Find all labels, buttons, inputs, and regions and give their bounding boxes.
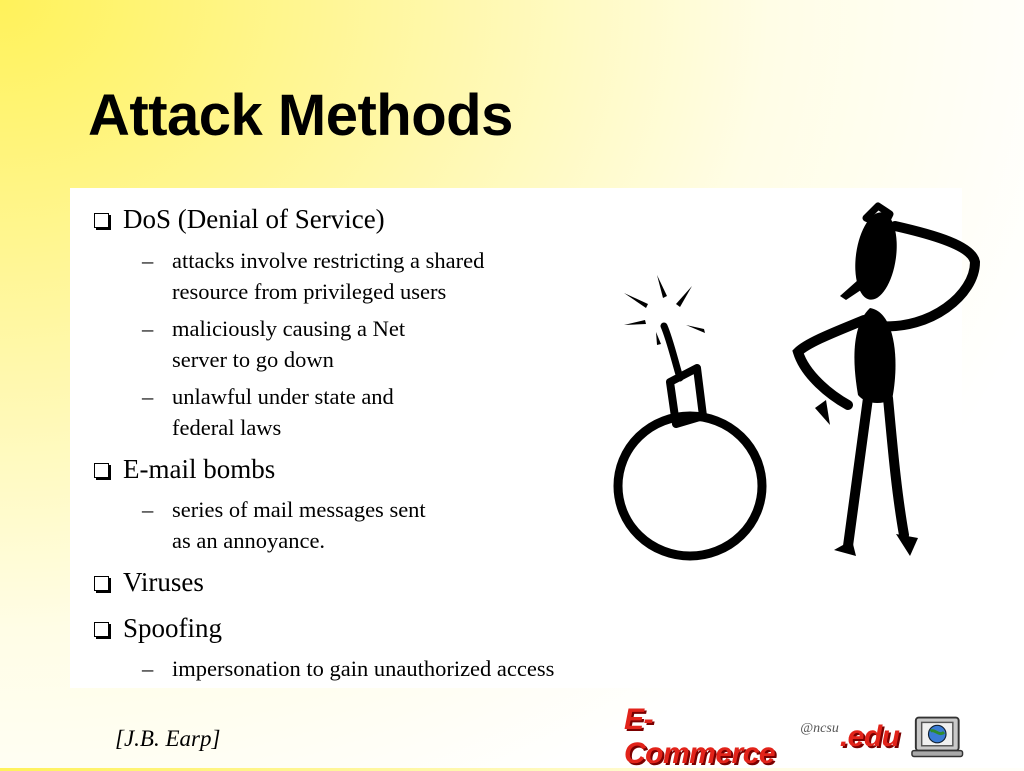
bullet-label: DoS (Denial of Service) [123, 204, 385, 234]
logo-brand: E-Commerce [624, 703, 776, 770]
sub-bullet: – impersonation to gain unauthorized acc… [142, 653, 554, 684]
bomb-icon [613, 275, 767, 561]
sub-line: as an annoyance. [172, 528, 326, 553]
bullet-email-bombs: E-mail bombs [92, 454, 275, 484]
sub-line: series of mail messages sent [172, 497, 426, 522]
sub-line: unlawful under state and [172, 384, 394, 409]
bullet-dos: DoS (Denial of Service) [92, 204, 385, 234]
bullet-label: Viruses [123, 567, 204, 597]
bullet-label: Spoofing [123, 613, 223, 643]
ecommerce-logo: E-Commerce @ncsu .edu [624, 703, 964, 770]
computer-globe-icon [910, 716, 963, 758]
checkbox-bullet-icon [94, 621, 109, 637]
content-panel: DoS (Denial of Service) – attacks involv… [70, 188, 962, 688]
bullet-viruses: Viruses [92, 567, 204, 597]
checkbox-bullet-icon [94, 212, 109, 228]
logo-ncsu: @ncsu [800, 721, 839, 736]
dash: – [142, 497, 154, 522]
clipart [613, 202, 981, 561]
sub-bullet: – attacks involve restricting a shared r… [142, 245, 484, 307]
sub-line: federal laws [172, 415, 282, 440]
page-title: Attack Methods [88, 83, 513, 148]
logo-edu: .edu [839, 720, 900, 753]
author-credit: [J.B. Earp] [115, 726, 221, 751]
sub-line: impersonation to gain unauthorized acces… [172, 656, 555, 681]
sub-line: server to go down [172, 347, 334, 372]
sub-line: attacks involve restricting a shared [172, 248, 485, 273]
sub-line: resource from privileged users [172, 279, 447, 304]
bullet-label: E-mail bombs [123, 454, 276, 484]
puzzled-person-icon [792, 202, 981, 556]
dash: – [142, 384, 154, 409]
sub-bullet: – maliciously causing a Net server to go… [142, 313, 405, 375]
sub-bullet: – series of mail messages sent as an ann… [142, 494, 426, 556]
bullet-spoofing: Spoofing [92, 613, 222, 643]
dash: – [142, 656, 154, 681]
dash: – [142, 316, 154, 341]
sub-line: maliciously causing a Net [172, 316, 406, 341]
checkbox-bullet-icon [94, 575, 109, 591]
sub-bullet: – unlawful under state and federal laws [142, 381, 394, 443]
checkbox-bullet-icon [94, 462, 109, 478]
dash: – [142, 248, 154, 273]
